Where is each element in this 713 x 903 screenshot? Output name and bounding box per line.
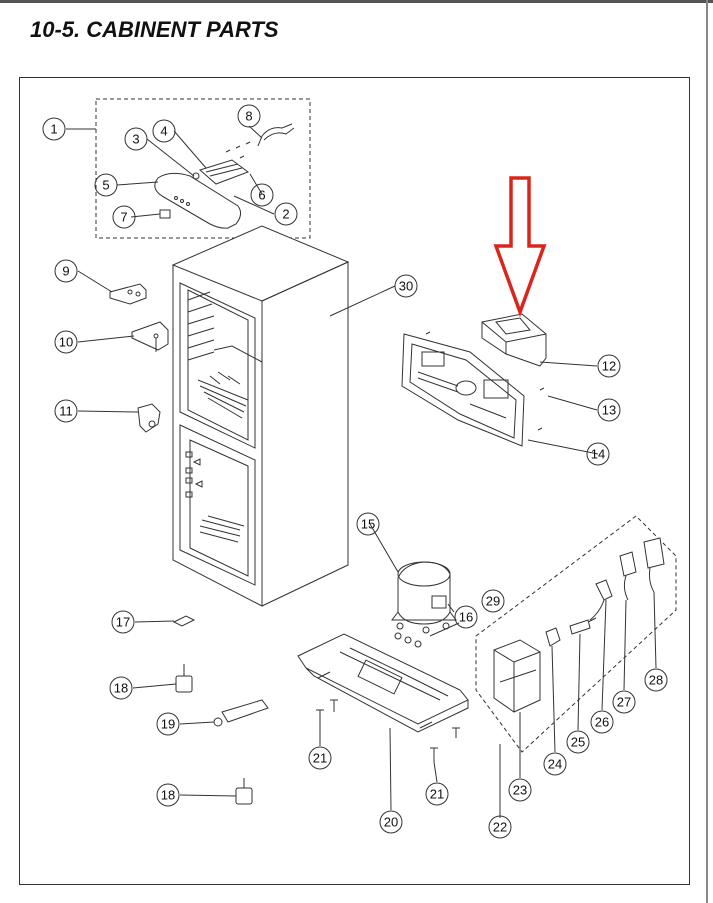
callout-circles [42,104,668,839]
button-knob [159,209,171,219]
wire-harness [257,123,295,147]
callout-labels: 1 2 3 4 5 6 7 8 9 10 11 12 13 14 15 16 1… [50,109,663,835]
compressor [391,561,457,630]
refrigerator-cabinet [171,225,350,607]
sensor-part-25 [569,617,597,635]
callout-27: 27 [617,695,631,710]
callout-2: 2 [282,207,289,222]
leader-lines [66,125,657,818]
callout-21-right: 21 [430,787,444,802]
callout-3: 3 [132,132,139,147]
leveling-foot-lower [235,778,253,805]
callout-13: 13 [602,403,616,418]
right-border [706,0,708,903]
roller-bracket [213,699,269,727]
base-screws [316,699,460,762]
callout-17: 17 [116,615,130,630]
callout-16: 16 [459,610,473,625]
bracket-part-17 [172,615,196,627]
callout-19: 19 [161,717,175,732]
connector-part-24 [545,627,561,647]
assembly-group-box-top [95,98,311,239]
page-title: 10-5. CABINENT PARTS [30,17,279,42]
callout-4: 4 [160,124,167,139]
callout-25: 25 [571,735,585,750]
callout-15: 15 [361,517,375,532]
lower-hinge [137,403,161,433]
callout-9: 9 [62,264,69,279]
grommets [394,626,430,648]
pcb-bracket [192,159,250,185]
callout-18-lower: 18 [161,788,175,803]
callout-20: 20 [384,815,398,830]
callout-23: 23 [513,783,527,798]
plug-part-27 [619,551,637,601]
callout-28: 28 [649,673,663,688]
assembly-group-box-right [475,515,677,753]
callout-1: 1 [50,122,57,137]
base-plate [297,633,469,733]
red-down-arrow [493,176,547,318]
callout-5: 5 [102,178,109,193]
relay-box [493,639,541,713]
callout-26: 26 [595,715,609,730]
callout-8: 8 [245,109,252,124]
plug-part-26 [589,579,613,621]
top-border [0,0,713,3]
callout-21-left: 21 [313,751,327,766]
callout-22: 22 [493,820,507,835]
leveling-foot-upper [175,664,193,693]
middle-hinge [131,321,169,352]
control-panel-cover [154,172,242,229]
callout-24: 24 [548,757,562,772]
callout-7: 7 [120,210,127,225]
callout-30: 30 [399,279,413,294]
callout-12: 12 [602,359,616,374]
callout-11: 11 [59,404,73,419]
callout-29: 29 [486,594,500,609]
cover-part-12 [481,313,547,367]
callout-10: 10 [59,335,73,350]
diagram-frame [19,77,690,885]
callout-14: 14 [591,447,605,462]
screws-top [225,141,251,159]
callout-6: 6 [258,188,265,203]
top-hinge [109,283,147,305]
cord-part-28 [643,537,665,593]
callout-18-upper: 18 [114,681,128,696]
back-panel-part-14 [401,331,545,447]
